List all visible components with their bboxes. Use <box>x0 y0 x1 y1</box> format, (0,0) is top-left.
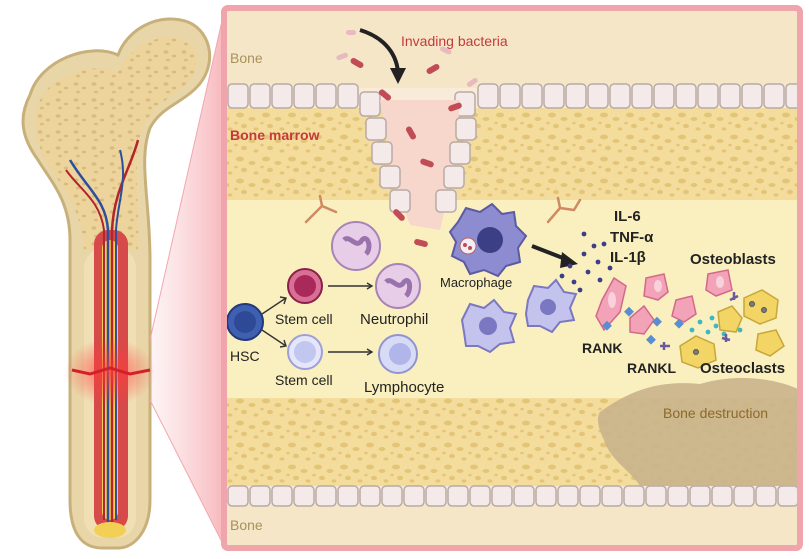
zoom-projection <box>150 12 224 546</box>
label-bone-top: Bone <box>230 50 263 66</box>
label-macrophage: Macrophage <box>440 275 512 290</box>
label-stem-cell-1: Stem cell <box>275 311 333 327</box>
marrow-vessel-branches <box>304 194 582 224</box>
label-rankl: RANKL <box>627 360 676 376</box>
label-lymphocyte: Lymphocyte <box>364 379 444 396</box>
label-bone-bottom: Bone <box>230 517 263 533</box>
label-hsc: HSC <box>230 348 260 364</box>
label-rank: RANK <box>582 340 622 356</box>
label-bone-destruction: Bone destruction <box>663 405 768 421</box>
femur-icon <box>21 17 212 550</box>
blood-vessel-icon <box>68 159 110 525</box>
neutrophil-icon <box>331 221 381 271</box>
label-tnf: TNF-α <box>610 229 654 246</box>
label-osteoblasts: Osteoblasts <box>690 251 776 268</box>
bone-lining-cells-top <box>227 83 800 117</box>
label-il6: IL-6 <box>614 208 641 225</box>
label-invading-bacteria: Invading bacteria <box>401 33 508 49</box>
label-stem-cell-2: Stem cell <box>275 372 333 388</box>
label-neutrophil: Neutrophil <box>360 311 428 328</box>
bone-section-panel <box>224 8 800 548</box>
label-bone-marrow: Bone marrow <box>230 127 320 143</box>
bone-lining-cells-bottom <box>227 485 799 507</box>
bacteria-icon <box>350 58 462 248</box>
channel-wall-cells <box>365 117 477 213</box>
panel-frame <box>221 5 803 551</box>
label-osteoclasts: Osteoclasts <box>700 360 785 377</box>
bone-destruction-area <box>597 377 800 486</box>
label-il1b: IL-1β <box>610 249 646 266</box>
arrow-icon <box>359 28 400 73</box>
